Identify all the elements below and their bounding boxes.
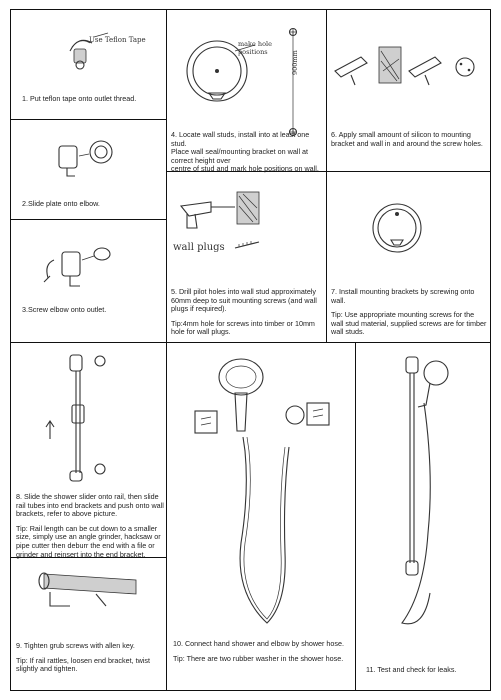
mounting-bracket-icon [186, 40, 256, 102]
step-4-panel: make hole positions 900mm 4. Locate wall… [167, 9, 326, 174]
grid-line [10, 342, 490, 343]
dimension-line [288, 27, 298, 137]
hand-shower-icon [194, 358, 330, 434]
step-6-caption: 6. Apply small amount of silicon to moun… [331, 130, 483, 148]
grid-line [10, 119, 167, 120]
grid-line [490, 9, 491, 691]
grid-line [10, 9, 490, 10]
step-5-caption: 5. Drill pilot holes into wall stud appr… [171, 287, 317, 337]
dimension-label: 900mm [291, 50, 299, 75]
rail-assembly-icon [401, 356, 449, 625]
step-1-caption: 1. Put teflon tape onto outlet thread. [22, 94, 137, 103]
step-6-panel: 6. Apply small amount of silicon to moun… [327, 9, 490, 171]
step-3-caption: 3.Screw elbow onto outlet. [22, 305, 107, 314]
rail-assembly-icon [45, 354, 106, 482]
grid-line [355, 342, 356, 691]
step-7-caption: 7. Install mounting brackets by screwing… [331, 287, 487, 337]
grid-line [10, 557, 167, 558]
silicone-gun-icon [334, 46, 475, 86]
elbow-outlet-icon [43, 247, 111, 287]
step-7-panel: 7. Install mounting brackets by screwing… [327, 172, 490, 342]
wall-plug-icon [234, 241, 260, 249]
step-2-panel: 2.Slide plate onto elbow. [10, 120, 166, 219]
allen-key-icon [38, 572, 137, 607]
grid-line [166, 9, 167, 691]
step-4-caption: 4. Locate wall studs, install into at le… [171, 130, 319, 174]
step-3-panel: 3.Screw elbow onto outlet. [10, 220, 166, 342]
step-8-caption: 8. Slide the shower slider onto rail, th… [16, 492, 164, 559]
step-8-panel: 8. Slide the shower slider onto rail, th… [10, 343, 166, 559]
wall-plugs-note: wall plugs [173, 242, 225, 253]
drill-icon [179, 191, 260, 229]
wall-plate-icon [58, 140, 113, 177]
grid-line [326, 9, 327, 342]
step-10-caption: 10. Connect hand shower and elbow by sho… [173, 639, 345, 663]
teflon-tape-note: Use Teflon Tape [89, 36, 146, 44]
step-9-panel: 9. Tighten grub screws with allen key. T… [10, 558, 166, 690]
step-2-caption: 2.Slide plate onto elbow. [22, 199, 100, 208]
shower-hose-icon [239, 436, 290, 624]
teflon-tape-icon [69, 32, 109, 70]
mounting-bracket-icon [372, 203, 422, 253]
grid-line [10, 219, 167, 220]
grid-line [10, 9, 11, 691]
make-hole-note: make hole positions [238, 40, 272, 56]
step-11-panel: 11. Test and check for leaks. [356, 343, 490, 690]
grid-line [167, 171, 490, 172]
grid-line [10, 690, 490, 691]
step-1-panel: Use Teflon Tape 1. Put teflon tape onto … [10, 9, 166, 119]
step-10-panel: 10. Connect hand shower and elbow by sho… [167, 343, 355, 690]
step-5-panel: wall plugs 5. Drill pilot holes into wal… [167, 172, 326, 342]
step-9-caption: 9. Tighten grub screws with allen key. T… [16, 641, 150, 674]
step-11-caption: 11. Test and check for leaks. [366, 665, 457, 674]
